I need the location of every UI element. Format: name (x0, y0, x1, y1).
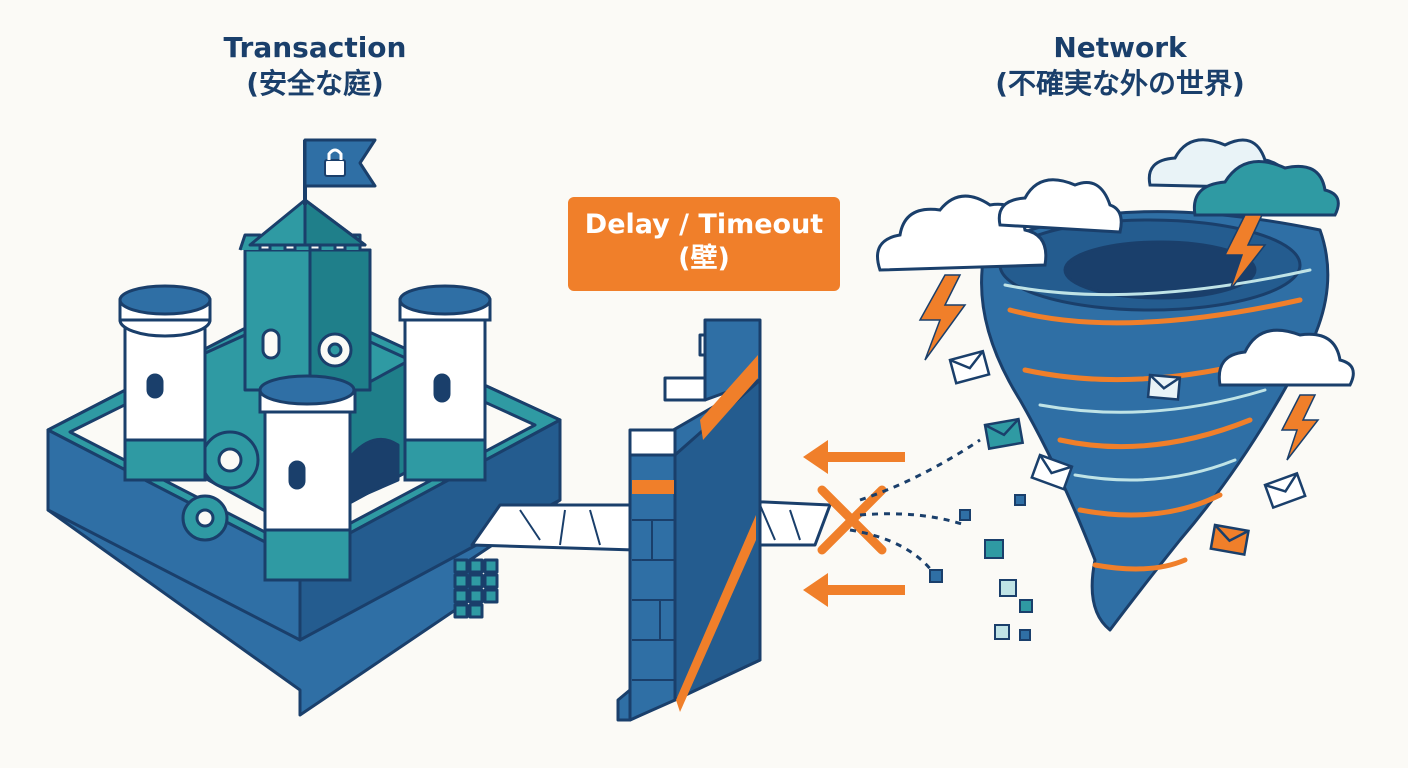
broken-paths (849, 438, 981, 576)
tornado (980, 210, 1330, 632)
network-title: Network (不確実な外の世界) (960, 30, 1280, 102)
wall-label: (壁) (678, 243, 730, 274)
lightning-icon (918, 214, 1320, 461)
arrow-left-icon (803, 440, 905, 474)
arrow-left-icon-lower (803, 573, 905, 607)
cloud-icon-5 (997, 178, 1123, 234)
network-subtitle-label: (不確実な外の世界) (995, 67, 1245, 100)
gear-icon-large (181, 430, 260, 542)
bridge-left (470, 503, 642, 552)
gear-icon (317, 332, 353, 368)
cloud-icon-3 (1192, 160, 1340, 217)
envelope-icon (948, 349, 1307, 556)
network-title-label: Network (1053, 31, 1187, 64)
lock-icon (324, 148, 346, 177)
delay-timeout-label: Delay / Timeout (584, 209, 824, 240)
debris (929, 494, 1033, 641)
transaction-title: Transaction (安全な庭) (165, 30, 465, 102)
transaction-title-label: Transaction (223, 31, 407, 64)
transaction-subtitle-label: (安全な庭) (246, 67, 384, 100)
brick-grid (453, 558, 499, 619)
delay-timeout-badge: Delay / Timeout (壁) (568, 197, 840, 291)
castle-gate (350, 437, 400, 502)
turret-front (258, 374, 357, 582)
cross-icon (817, 485, 887, 555)
turret-left (118, 284, 212, 482)
turret-right (398, 284, 492, 482)
wall (616, 318, 762, 722)
cloud-icon-4 (1217, 328, 1355, 387)
